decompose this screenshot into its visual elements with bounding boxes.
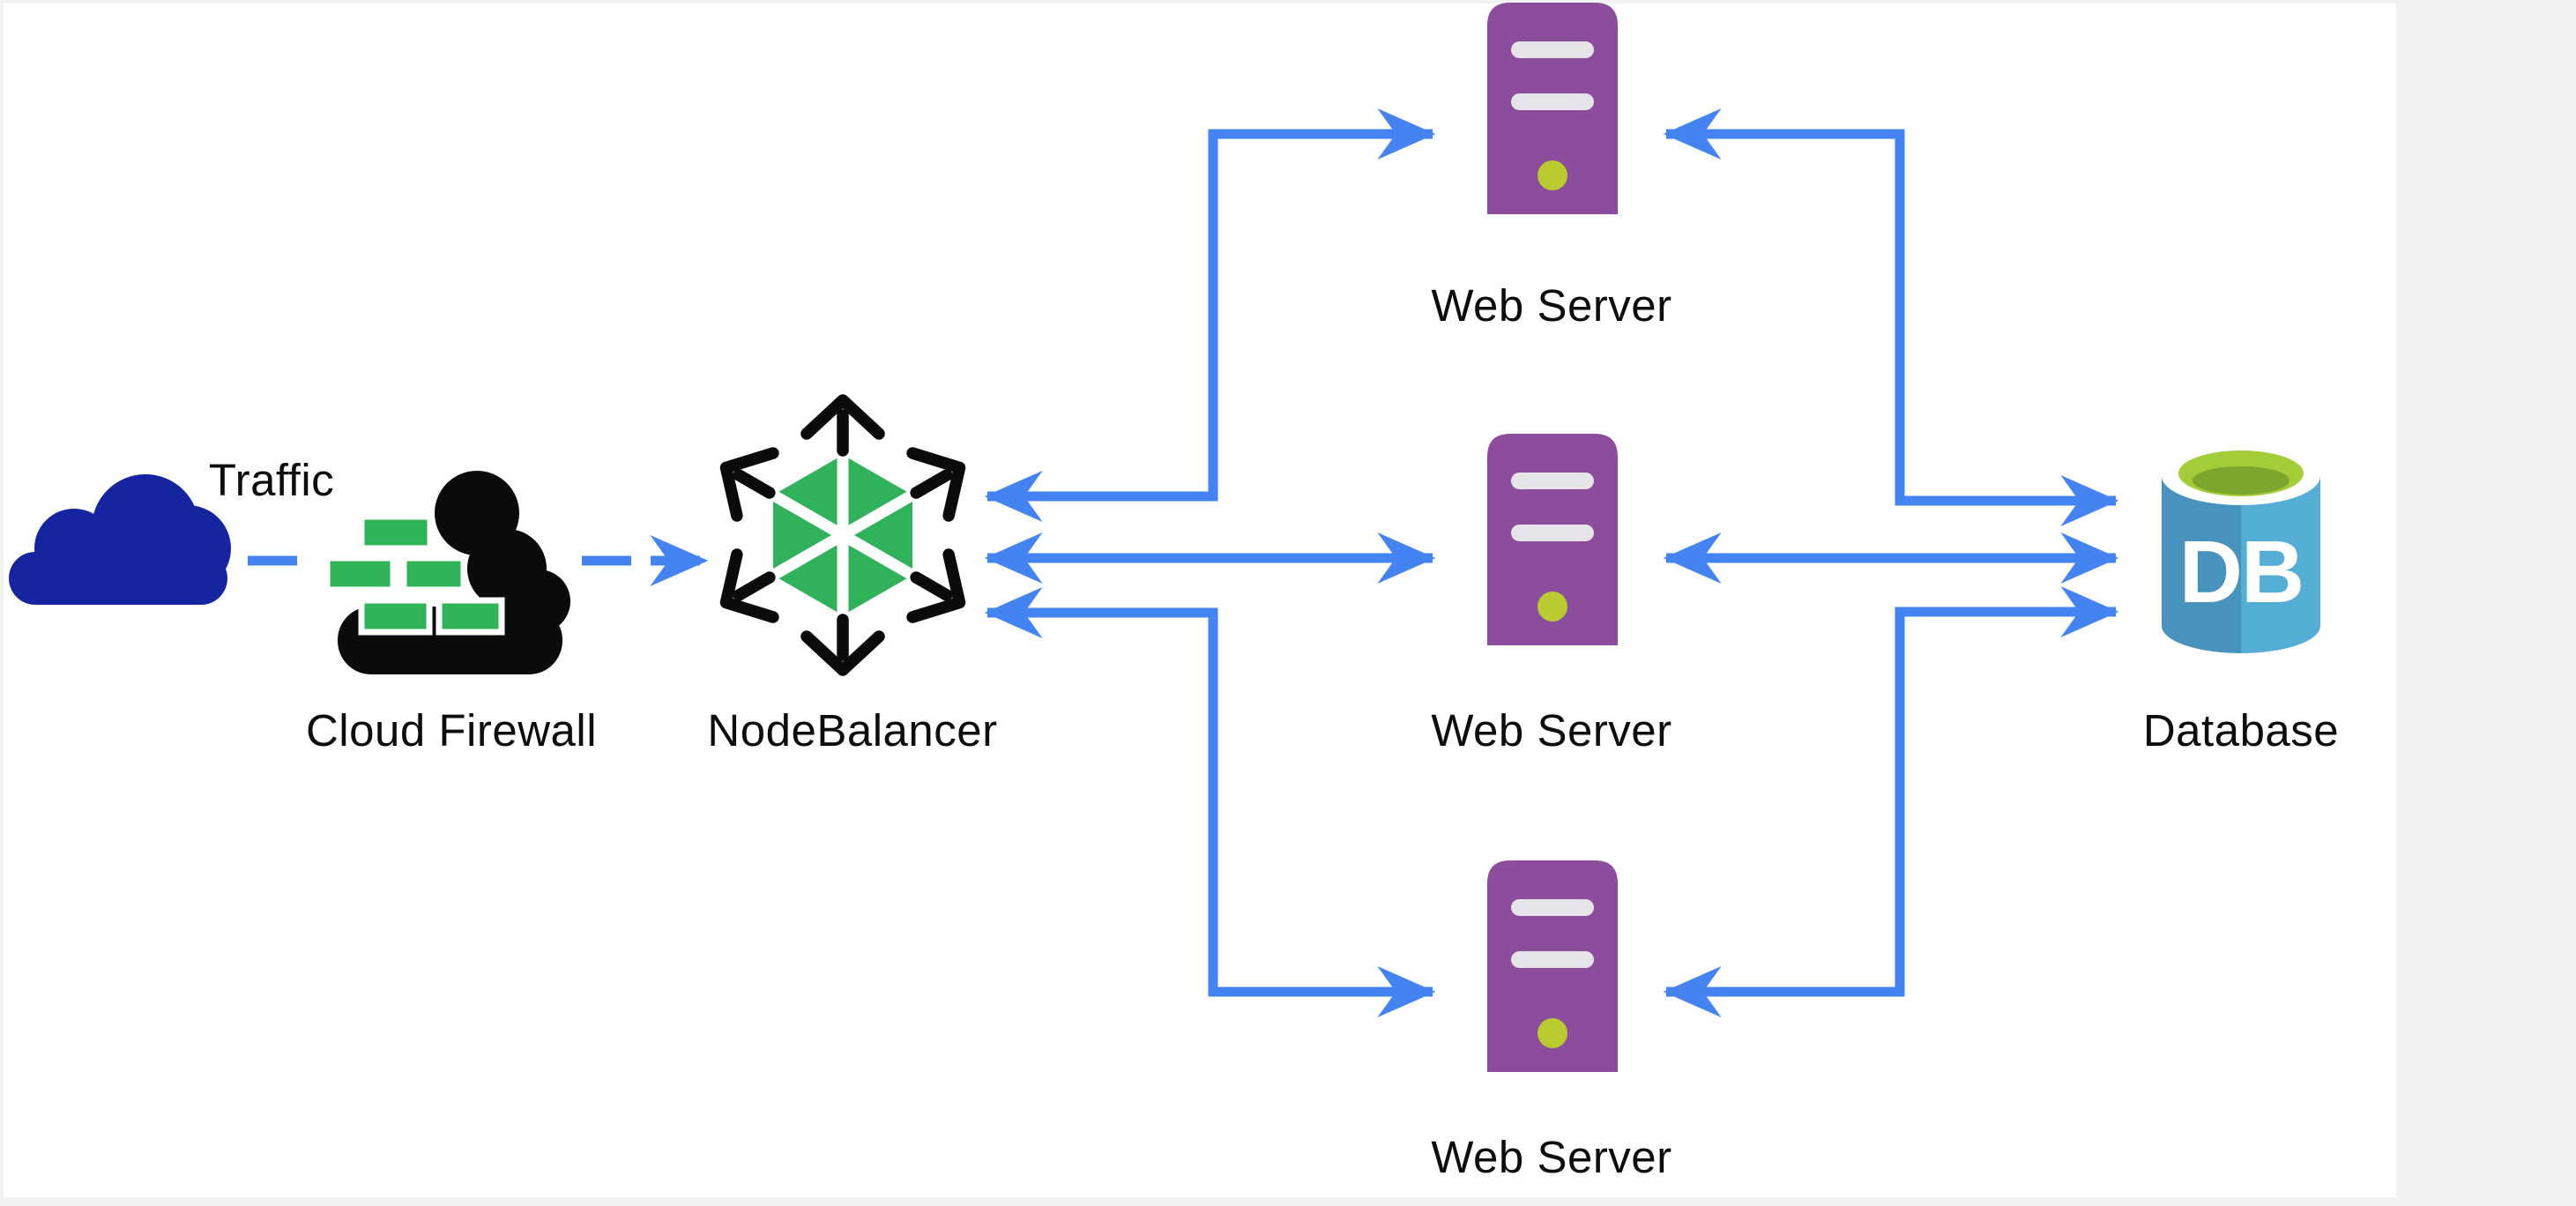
server-icon [1487, 3, 1618, 214]
connector-nodebalancer-webserver-bottom [984, 586, 1436, 1018]
database-icon: DB [2162, 447, 2320, 653]
web-server-middle-label: Web Server [1431, 705, 1672, 756]
firewall-cloud-icon [324, 471, 570, 674]
server-icon [1487, 860, 1618, 1072]
cloud-icon [9, 474, 231, 605]
web-server-top-label: Web Server [1431, 280, 1672, 331]
nodebalancer-icon [719, 394, 966, 676]
connector-nodebalancer-webserver-top [984, 108, 1436, 523]
server-icon [1487, 434, 1618, 645]
database-label: Database [2142, 705, 2340, 756]
web-server-bottom-label: Web Server [1431, 1132, 1672, 1182]
database-badge: DB [2179, 523, 2303, 622]
nodebalancer-label: NodeBalancer [707, 705, 998, 756]
connector-webserver-bottom-database [1663, 585, 2119, 1018]
traffic-label: Traffic [208, 455, 335, 505]
cloud-firewall-label: Cloud Firewall [305, 705, 598, 756]
connector-webserver-top-database [1663, 108, 2119, 527]
